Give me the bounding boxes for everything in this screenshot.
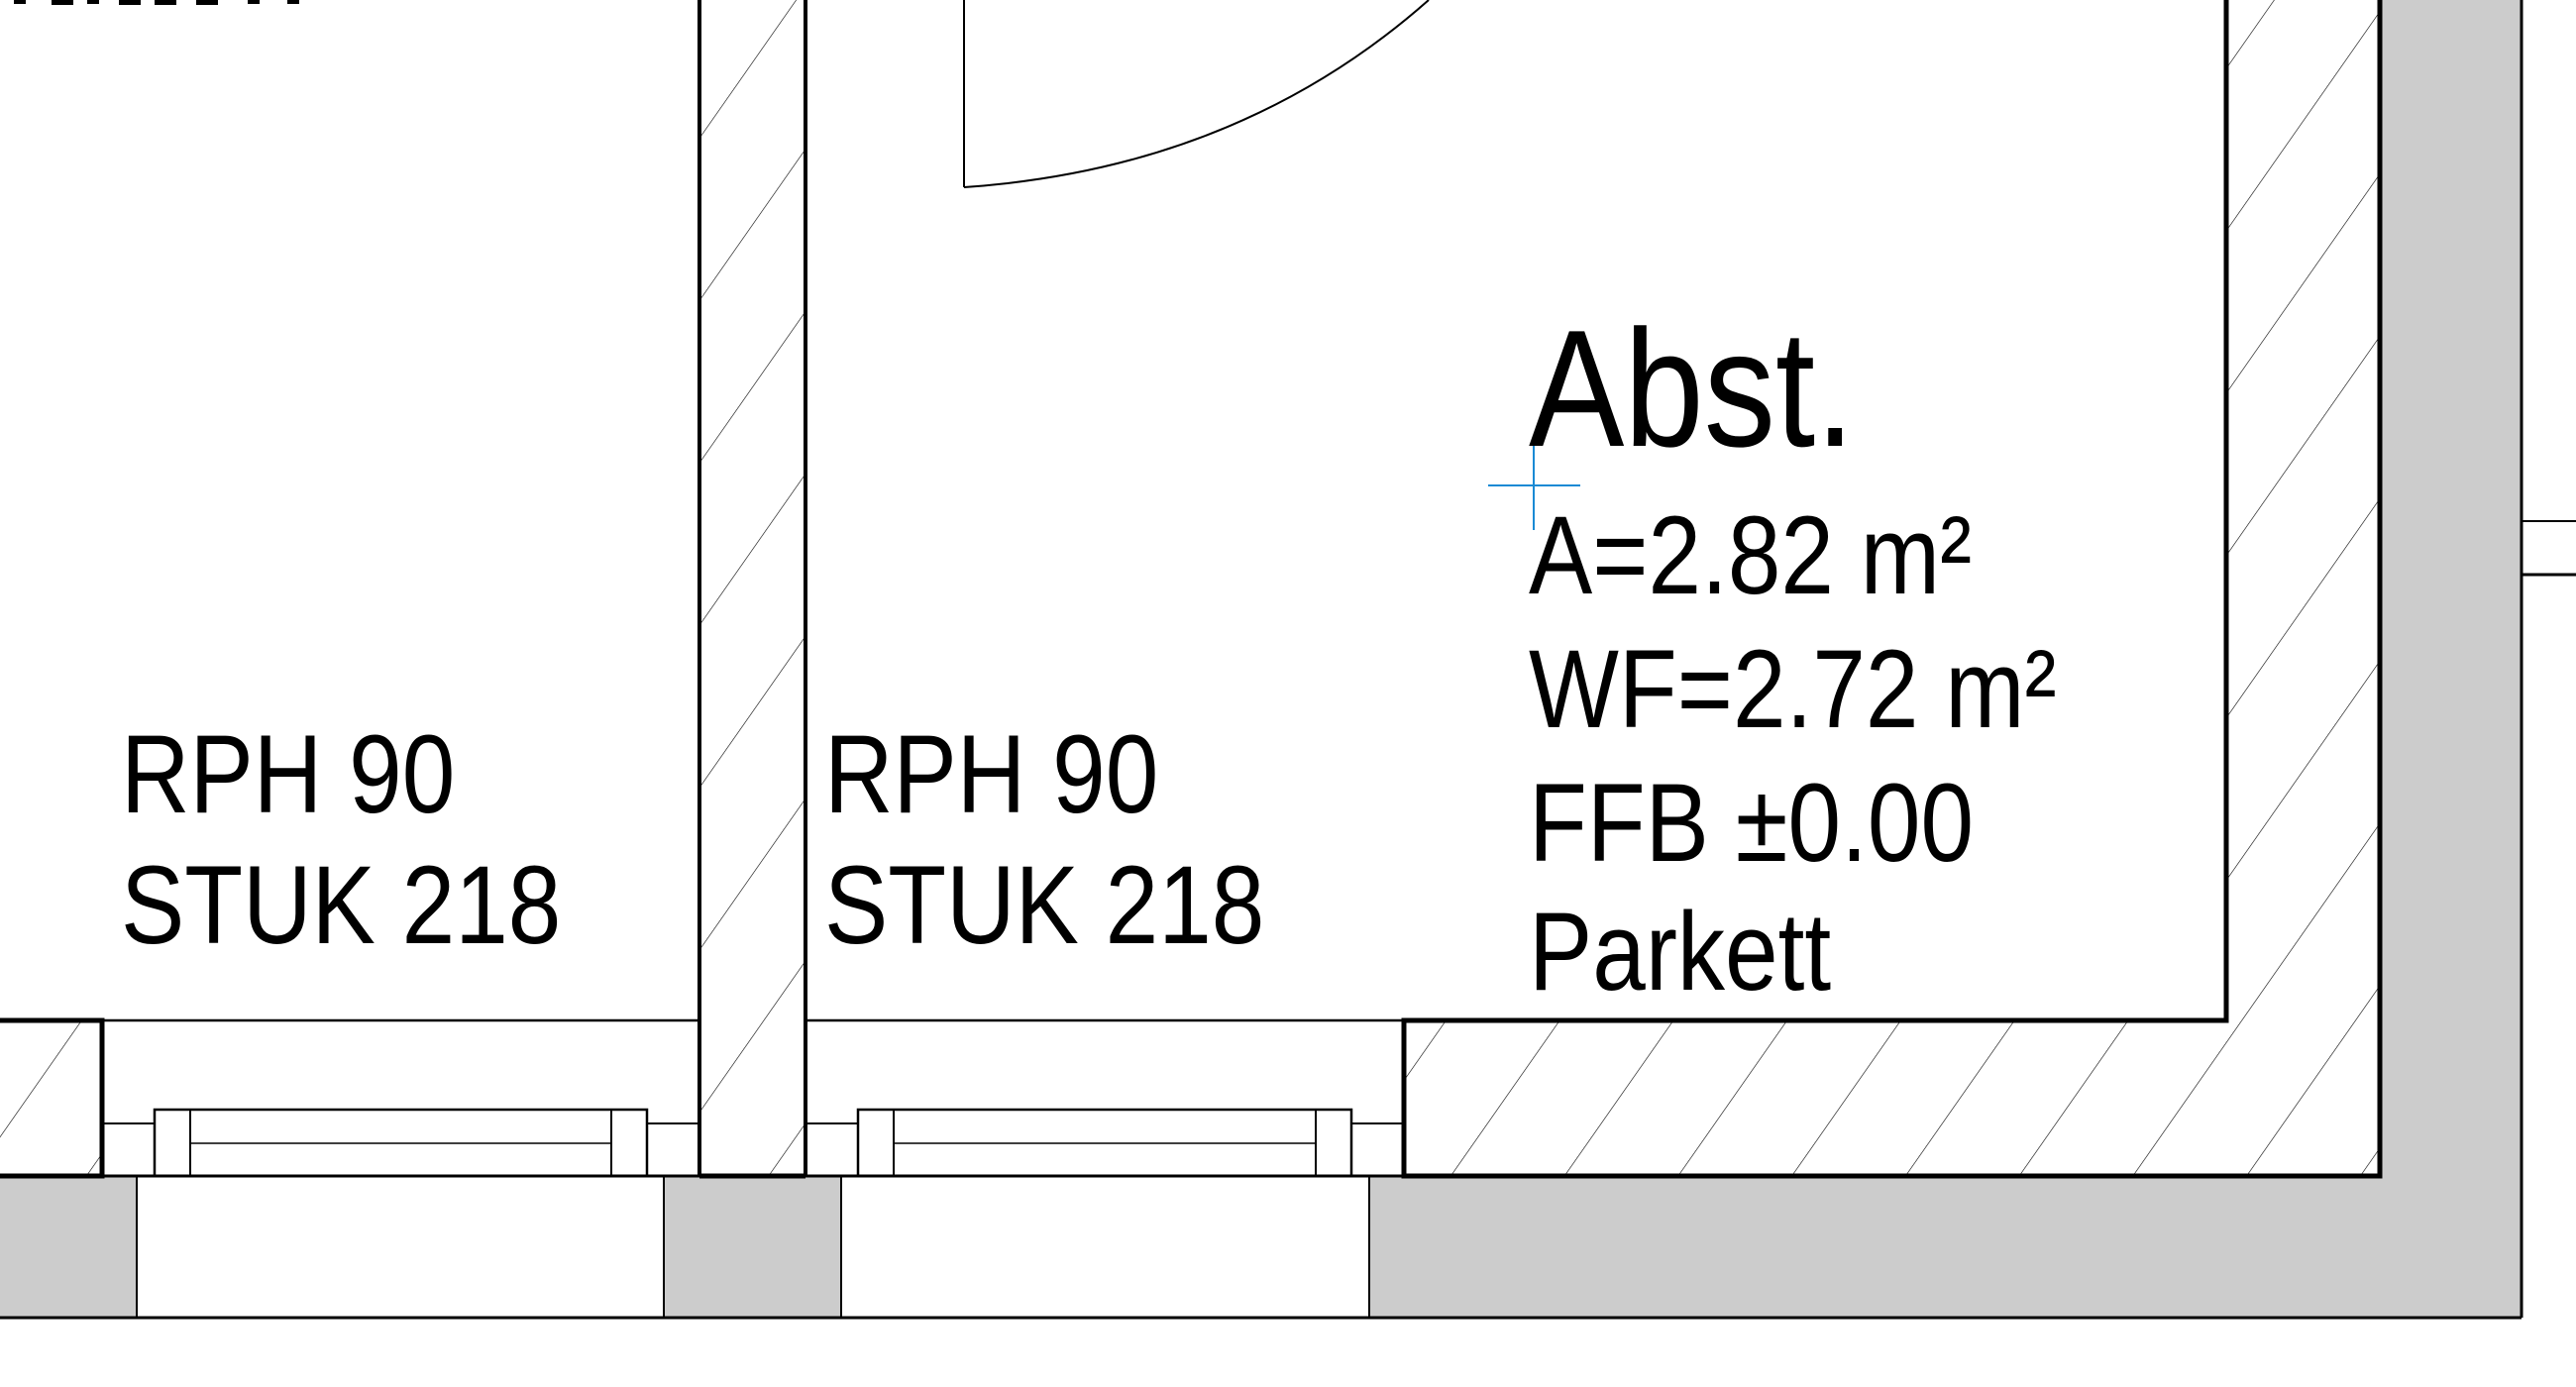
door-swing-arc[interactable] (963, 0, 1430, 188)
window-left[interactable] (102, 1108, 699, 1178)
crosshair-cursor-icon (1488, 442, 1580, 530)
clipped-room-name-fragment (14, 0, 299, 5)
window-middle[interactable] (805, 1108, 1404, 1178)
room-living-area: WF=2.72 m² (1529, 627, 2057, 751)
middle-room-ceiling-label-1[interactable]: RPH 90 (824, 712, 1159, 836)
left-room-ceiling-label-1[interactable]: RPH 90 (121, 712, 456, 836)
left-room-ceiling-label-2[interactable]: STUK 218 (121, 843, 562, 967)
middle-room-ceiling-label-2[interactable]: STUK 218 (824, 843, 1265, 967)
room-flooring: Parkett (1529, 890, 1832, 1014)
exterior-insulation-band (0, 0, 2576, 1320)
room-name[interactable]: Abst. (1529, 295, 1856, 481)
room-area: A=2.82 m² (1529, 493, 1973, 617)
room-floor-level: FFB ±0.00 (1529, 761, 1975, 885)
hatched-walls (0, 0, 2383, 1179)
